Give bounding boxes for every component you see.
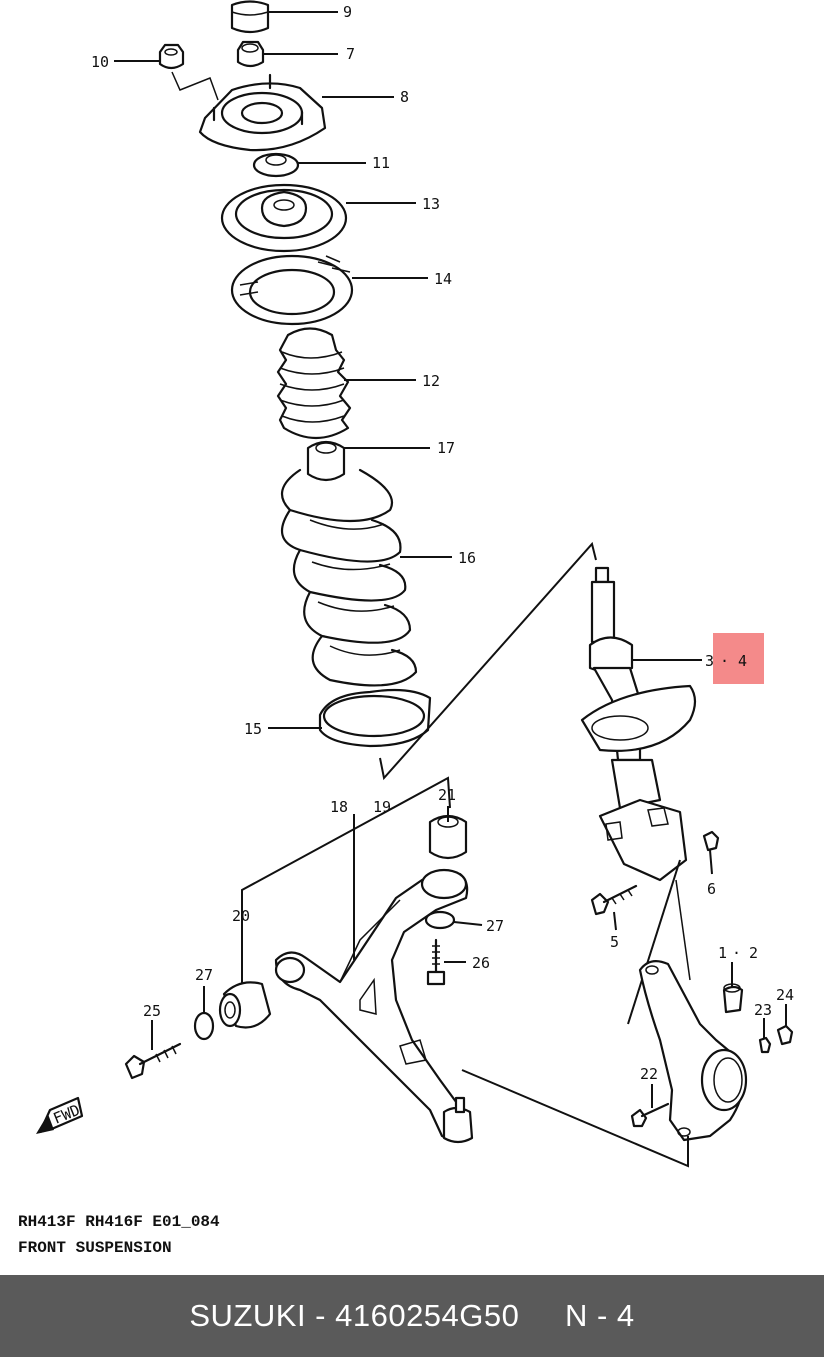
part-27-washer-upper	[424, 910, 456, 930]
part-6-nut	[702, 830, 720, 852]
selected-part-highlight	[713, 633, 764, 684]
callout-19: 19	[373, 798, 391, 816]
leader-lines	[114, 11, 787, 1108]
callout-22: 22	[640, 1065, 658, 1083]
part-8-strut-mount	[198, 73, 327, 152]
callout-13: 13	[422, 195, 440, 213]
callout-23: 23	[754, 1001, 772, 1019]
callout-1: 1	[718, 944, 727, 962]
callout-15: 15	[244, 720, 262, 738]
part-7-nut	[236, 40, 265, 68]
bracket-arm-group	[241, 776, 451, 1000]
diagram-title: FRONT SUSPENSION	[18, 1239, 172, 1257]
callout-12: 12	[422, 372, 440, 390]
callout-14: 14	[434, 270, 452, 288]
bracket-strut-knuckle	[627, 859, 681, 1025]
part-18-19-control-arm	[274, 868, 474, 1144]
bracket-strut-group	[379, 541, 597, 781]
part-3-4-strut-assembly	[580, 566, 697, 882]
callout-3: 3	[705, 652, 714, 670]
callout-4: 4	[738, 652, 747, 670]
fwd-label: FWD	[51, 1101, 83, 1128]
bracket-balljoint-knuckle	[461, 1069, 689, 1168]
diagram-svg: FWD 9 7 10 8 11 13 14 12 17 16 15 3 ·	[36, 0, 794, 1168]
part-15-spring-seat	[318, 688, 432, 748]
callout-10: 10	[91, 53, 109, 71]
part-11-bearing	[252, 152, 300, 178]
callout-24: 24	[776, 986, 794, 1004]
callout-2: 2	[749, 944, 758, 962]
callout-18: 18	[330, 798, 348, 816]
callout-separator: ·	[720, 652, 729, 670]
callout-separator-2: ·	[732, 944, 741, 962]
part-9-cap	[230, 0, 270, 34]
part-23-nut	[758, 1036, 772, 1054]
callout-6: 6	[707, 880, 716, 898]
fwd-arrow-icon: FWD	[36, 1096, 84, 1134]
part-24-nut	[776, 1024, 794, 1046]
suspension-diagram: FWD 9 7 10 8 11 13 14 12 17 16 15 3 ·	[36, 0, 795, 1168]
callout-11: 11	[372, 154, 390, 172]
part-10-nut	[158, 43, 185, 70]
callout-27-lower: 27	[195, 966, 213, 984]
callout-8: 8	[400, 88, 409, 106]
part-21-bushing	[428, 814, 468, 860]
part-25-bolt	[124, 1042, 182, 1080]
part-26-bolt	[426, 938, 446, 986]
part-22-bolt	[630, 1102, 670, 1128]
part-17-bump-stopper	[306, 440, 346, 482]
part-12-dust-boot	[276, 327, 352, 439]
callout-5: 5	[610, 933, 619, 951]
part-13-upper-seat	[220, 183, 348, 253]
part-5-bolt	[590, 884, 638, 916]
part-1-2-steering-knuckle	[638, 959, 748, 1142]
callout-25: 25	[143, 1002, 161, 1020]
callout-20: 20	[232, 907, 250, 925]
callout-17: 17	[437, 439, 455, 457]
callout-7: 7	[346, 45, 355, 63]
callout-27-upper: 27	[486, 917, 504, 935]
part-27-washer-lower	[193, 1011, 215, 1041]
part-20-bushing	[218, 981, 272, 1029]
callout-26: 26	[472, 954, 490, 972]
part-14-spring-pad	[230, 254, 354, 326]
part-16-coil-spring	[280, 468, 418, 687]
callout-9: 9	[343, 3, 352, 21]
part-number-label: SUZUKI - 4160254G50 N - 4	[189, 1298, 635, 1333]
leader-10-dashed	[171, 71, 219, 101]
callout-16: 16	[458, 549, 476, 567]
guide-strut-knuckle	[675, 879, 691, 981]
diagram-code: RH413F RH416F E01_084	[18, 1213, 220, 1231]
footer-bar: SUZUKI - 4160254G50 N - 4	[0, 1275, 824, 1357]
callout-21: 21	[438, 786, 456, 804]
